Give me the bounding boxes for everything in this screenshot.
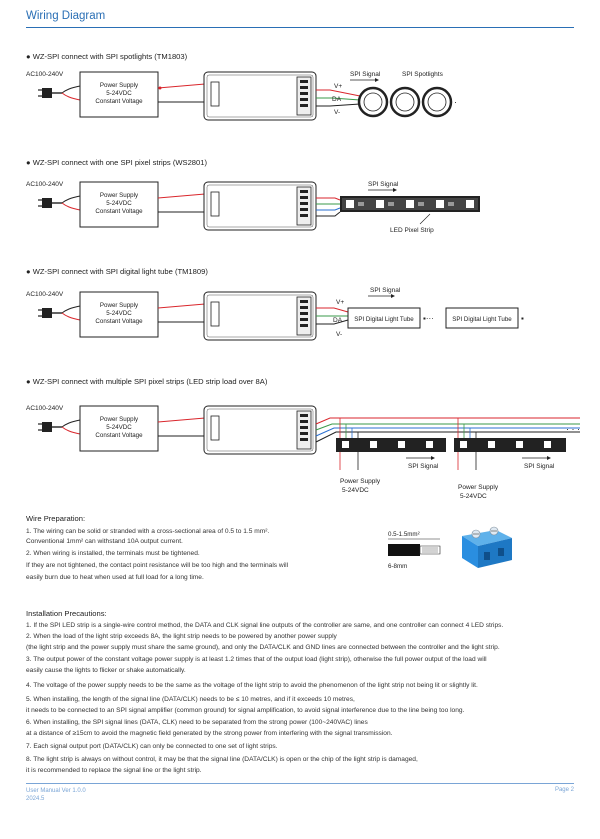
wire-prep-line: 2. When wiring is installed, the termina… (26, 550, 200, 557)
diagram-pixel-strip: AC100-240V Power Supply 5-24VDC Constant… (26, 181, 480, 234)
svg-text:V+: V+ (336, 299, 344, 306)
install-line: 1. If the SPI LED strip is a single-wire… (26, 622, 504, 629)
wire-prep-line: Conventional 1mm² can withstand 10A outp… (26, 538, 183, 545)
svg-text:5-24VDC: 5-24VDC (106, 90, 132, 97)
plug-icon (38, 422, 62, 432)
svg-text:SPI Signal: SPI Signal (524, 463, 555, 470)
controller-box (203, 71, 317, 121)
install-line: it needs to be connected to an SPI signa… (26, 707, 465, 714)
svg-text:5-24VDC: 5-24VDC (106, 424, 132, 431)
svg-text:5-24VDC: 5-24VDC (460, 493, 487, 500)
svg-text:V-: V- (336, 331, 342, 338)
install-line: 3. The output power of the constant volt… (26, 656, 487, 663)
svg-text:SPI Signal: SPI Signal (350, 71, 381, 78)
wire-strip-diagram: 0.5-1.5mm² 6-8mm (388, 531, 441, 570)
svg-text:Power Supply: Power Supply (100, 302, 139, 309)
svg-text:· · ·: · · · (566, 424, 580, 434)
wire-preparation-title: Wire Preparation: (26, 514, 86, 523)
svg-text:AC100-240V: AC100-240V (26, 181, 64, 188)
svg-text:6-8mm: 6-8mm (388, 563, 407, 570)
install-line: at a distance of ≥15cm to avoid the magn… (26, 730, 393, 737)
svg-text:▪: ▪ (521, 314, 524, 323)
svg-text:DA: DA (333, 317, 343, 324)
led-strip-2 (454, 438, 566, 452)
install-line: 4. The voltage of the power supply needs… (26, 682, 478, 689)
svg-text:SPI Digital Light Tube: SPI Digital Light Tube (452, 316, 512, 323)
svg-text:SPI Signal: SPI Signal (368, 181, 399, 188)
svg-text:SPI Signal: SPI Signal (408, 463, 439, 470)
svg-text:AC100-240V: AC100-240V (26, 405, 64, 412)
svg-text:SPI Spotlights: SPI Spotlights (402, 71, 444, 78)
plug-icon (38, 88, 62, 98)
svg-text:Power Supply: Power Supply (100, 416, 139, 423)
svg-text:·: · (454, 97, 457, 107)
install-line: 2. When the load of the light strip exce… (26, 633, 337, 640)
footer-manual-info: User Manual Ver 1.0.0 2024.5 (26, 788, 86, 802)
install-line: 5. When installing, the length of the si… (26, 696, 355, 703)
install-line: it is recommended to replace the signal … (26, 767, 202, 774)
plug-icon (38, 308, 62, 318)
svg-text:Power Supply: Power Supply (340, 478, 381, 485)
power-supply-box (79, 181, 159, 228)
install-line: 6. When installing, the SPI signal lines… (26, 719, 368, 726)
plug-icon (38, 198, 62, 208)
diagram-light-tube: AC100-240V Power Supply 5-24VDC Constant… (26, 287, 524, 341)
svg-text:AC100-240V: AC100-240V (26, 291, 64, 298)
wire-prep-line: If they are not tightened, the contact p… (26, 562, 289, 569)
svg-text:V+: V+ (334, 83, 342, 90)
wire-prep-line: 1. The wiring can be solid or stranded w… (26, 528, 270, 535)
page-title: Wiring Diagram (26, 10, 106, 22)
section-heading-pixel-strip: ● WZ-SPI connect with one SPI pixel stri… (26, 158, 207, 167)
light-tube-1 (347, 307, 421, 329)
install-line: 8. The light strip is always on without … (26, 756, 418, 763)
led-pixel-strip-image (340, 196, 480, 212)
svg-text:5-24VDC: 5-24VDC (342, 487, 369, 494)
svg-text:DA: DA (332, 96, 342, 103)
section-heading-multiple-strips: ● WZ-SPI connect with multiple SPI pixel… (26, 377, 268, 386)
section-heading-spotlights: ● WZ-SPI connect with SPI spotlights (TM… (26, 52, 188, 61)
svg-text:0.5-1.5mm²: 0.5-1.5mm² (388, 531, 420, 538)
power-supply-box (79, 405, 159, 452)
spotlight-icons (357, 86, 453, 118)
svg-text:LED Pixel Strip: LED Pixel Strip (390, 227, 434, 234)
diagram-multiple-strips: AC100-240V Power Supply 5-24VDC Constant… (26, 405, 580, 500)
ac-label: AC100-240V (26, 71, 64, 78)
controller-box (203, 181, 317, 231)
installation-precautions-title: Installation Precautions: (26, 609, 107, 618)
led-strip-1 (336, 438, 446, 452)
svg-text:Power Supply: Power Supply (100, 82, 139, 89)
terminal-block-icon (462, 526, 512, 568)
diagram-spotlights: AC100-240V Power Supply 5-24VDC Constant… (26, 71, 457, 121)
install-line: easily cause the lights to flicker or sh… (26, 667, 186, 674)
svg-text:5-24VDC: 5-24VDC (106, 310, 132, 317)
svg-text:Power Supply: Power Supply (100, 192, 139, 199)
title-divider (26, 27, 574, 28)
svg-text:▪···: ▪··· (423, 314, 434, 323)
svg-text:SPI Signal: SPI Signal (370, 287, 401, 294)
svg-text:V-: V- (334, 109, 340, 116)
svg-text:Constant Voltage: Constant Voltage (95, 432, 143, 439)
svg-text:SPI Digital Light Tube: SPI Digital Light Tube (354, 316, 414, 323)
svg-text:Constant Voltage: Constant Voltage (95, 318, 143, 325)
install-line: (the light strip and the power supply mu… (26, 644, 500, 651)
svg-text:Power Supply: Power Supply (458, 484, 499, 491)
svg-text:5-24VDC: 5-24VDC (106, 200, 132, 207)
power-supply-box (79, 291, 159, 338)
power-supply-box (79, 71, 159, 118)
page-number: Page 2 (554, 787, 574, 793)
svg-text:Constant Voltage: Constant Voltage (95, 98, 143, 105)
light-tube-2 (445, 307, 519, 329)
wire-prep-line: easily burn due to heat when used at ful… (26, 574, 204, 581)
footer-divider (26, 783, 574, 784)
install-line: 7. Each signal output port (DATA/CLK) ca… (26, 743, 278, 750)
svg-text:Constant Voltage: Constant Voltage (95, 208, 143, 215)
section-heading-light-tube: ● WZ-SPI connect with SPI digital light … (26, 267, 208, 276)
